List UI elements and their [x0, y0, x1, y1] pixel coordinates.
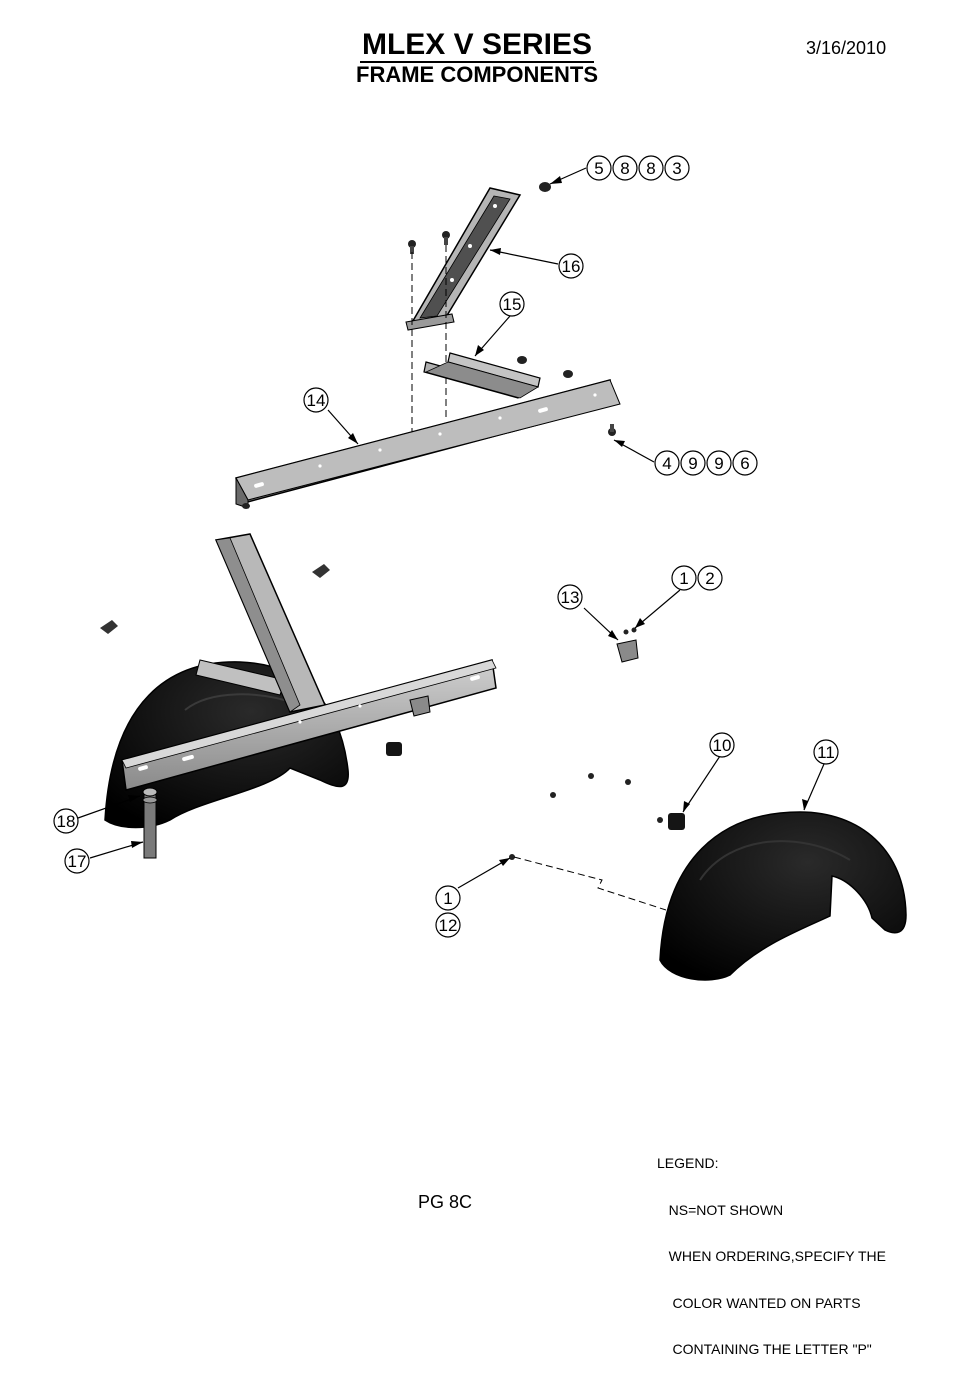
part-13-clip: [616, 627, 639, 663]
loose-hardware: [509, 773, 685, 860]
callout-5883-d1: 5: [594, 159, 603, 178]
legend: LEGEND: NS=NOT SHOWN WHEN ORDERING,SPECI…: [657, 1125, 886, 1373]
callout-5883-d3: 8: [646, 159, 655, 178]
part-14-rail: [235, 379, 621, 509]
callout-15: 15: [503, 295, 522, 314]
callout-4996-d1: 4: [662, 454, 671, 473]
callout-5883-d4: 3: [672, 159, 681, 178]
callout-10: 10: [713, 736, 732, 755]
callout-1-2-d2: 2: [705, 569, 714, 588]
assembled-frame-left: [100, 533, 497, 859]
callout-14: 14: [307, 391, 326, 410]
callout-16: 16: [562, 257, 581, 276]
page-title: MLEX V SERIES: [0, 28, 954, 63]
callout-1-2-d1: 1: [679, 569, 688, 588]
legend-line-2: WHEN ORDERING,SPECIFY THE: [657, 1248, 886, 1264]
callout-4996-d2: 9: [688, 454, 697, 473]
callout-17: 17: [68, 852, 87, 871]
callout-13: 13: [561, 588, 580, 607]
legend-line-3: COLOR WANTED ON PARTS: [657, 1294, 861, 1311]
callout-12: 12: [439, 916, 458, 935]
document-date: 3/16/2010: [806, 38, 887, 58]
exploded-frame-diagram: 5 8 8 3 16 15 14 4 9 9 6 1 2 13 10 11 18…: [53, 155, 907, 981]
callout-1: 1: [443, 889, 452, 908]
callout-bubbles: [53, 155, 839, 938]
part-11-fender: [659, 811, 907, 981]
callout-18: 18: [57, 812, 76, 831]
callout-11: 11: [817, 743, 835, 762]
part-16-brace: [405, 187, 522, 331]
callout-labels: 5 8 8 3 16 15 14 4 9 9 6 1 2 13 10 11 18…: [57, 159, 835, 935]
page-subtitle: FRAME COMPONENTS: [356, 62, 598, 87]
page-title-text: MLEX V SERIES: [359, 28, 595, 63]
callout-4996-d4: 6: [740, 454, 749, 473]
legend-heading: LEGEND:: [657, 1155, 719, 1171]
page-number: PG 8C: [418, 1192, 473, 1212]
hardware-top-nut: [408, 182, 551, 254]
callout-5883-d2: 8: [620, 159, 629, 178]
leader-arrowheads: [128, 176, 808, 866]
callout-4996-d3: 9: [714, 454, 723, 473]
part-15-bracket: [423, 352, 573, 399]
legend-line-1: NS=NOT SHOWN: [657, 1201, 784, 1218]
legend-line-4: CONTAINING THE LETTER "P": [657, 1341, 872, 1357]
